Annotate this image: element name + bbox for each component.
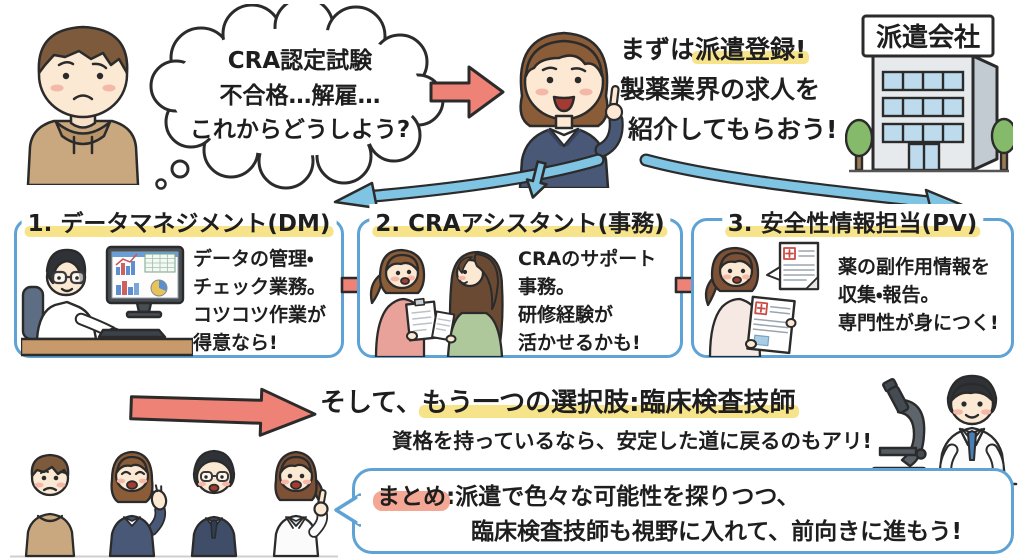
advice-line-1: まずは派遣登録! [620,30,870,70]
alt-highlight: もう一つの選択肢:臨床検査技師 [421,388,796,418]
summary-line-1: まとめ:派遣で色々な可能性を探りつつ、 [377,480,993,515]
option-1-title: 1. データマネジメント(DM) [21,204,337,238]
pv-woman-illustration [704,241,820,357]
two-women-illustration [369,248,504,357]
group-of-people-illustration [10,449,338,558]
option-2-title: 2. CRAアシスタント(事務) [369,204,671,238]
advisor-woman-illustration [518,31,624,188]
summary-label: まとめ [377,484,446,510]
arrow-right-icon [129,387,317,437]
option-box-pv: 3. 安全性情報担当(PV) [691,204,1014,358]
option-1-desc: データの管理・ チェック業務。 コツコツ作業が 得意なら! [193,248,327,355]
option-box-cra-assistant: 2. CRAアシスタント(事務) [357,204,683,358]
summary-bubble: まとめ:派遣で色々な可能性を探りつつ、 臨床検査技師も視野に入れて、前向きに進も… [334,468,1014,554]
tree-icon [845,117,1013,172]
alt-prefix: そして、 [320,388,422,418]
advisor-message: まずは派遣登録! 製薬業界の求人を 紹介してもらおう! [620,30,870,150]
advice-prefix: まずは [620,35,696,64]
thought-line-1: CRA認定試験 [227,48,373,74]
thought-bubble [149,4,445,190]
option-3-title: 3. 安全性情報担当(PV) [721,204,984,238]
bar-chart-screen-icon [115,253,139,295]
summary-line1-text: :派遣で色々な可能性を探りつつ、 [446,484,800,510]
safety-report-icon [766,241,820,291]
alternative-subline: 資格を持っているなら、安定した道に戻るのもアリ! [392,429,872,453]
advice-line-3: 紹介してもらおう! [628,115,838,144]
advice-line-2: 製薬業界の求人を [620,75,821,104]
option-box-dm: 1. データマネジメント(DM) [14,204,344,358]
spreadsheet-screen-icon [144,253,176,273]
thought-line-2: 不合格…解雇… [219,82,381,109]
option-2-desc: CRAのサポート 事務。 研修経験が 活かせるかも! [518,248,657,355]
thought-bubble-text: CRA認定試験 不合格…解雇… これからどうしよう? [176,44,424,148]
option-3-desc: 薬の副作用情報を 収集・報告。 専門性が身につく! [838,256,999,335]
alternative-headline: そして、もう一つの選択肢:臨床検査技師 [320,382,796,419]
bubble-tail-icon [334,493,361,527]
microscope-icon [870,377,928,483]
worried-man-illustration [26,25,140,185]
dispatch-company-building: 派遣会社 [845,14,1013,173]
arrow-right-icon [429,65,505,119]
data-manager-illustration [21,245,193,357]
thought-line-3: これからどうしよう? [189,117,411,143]
advice-highlight: 派遣登録! [695,35,807,64]
building-sign-text: 派遣会社 [876,23,980,53]
summary-line-2: 臨床検査技師も視野に入れて、前向きに進もう! [471,518,962,545]
pie-chart-screen-icon [150,279,168,297]
